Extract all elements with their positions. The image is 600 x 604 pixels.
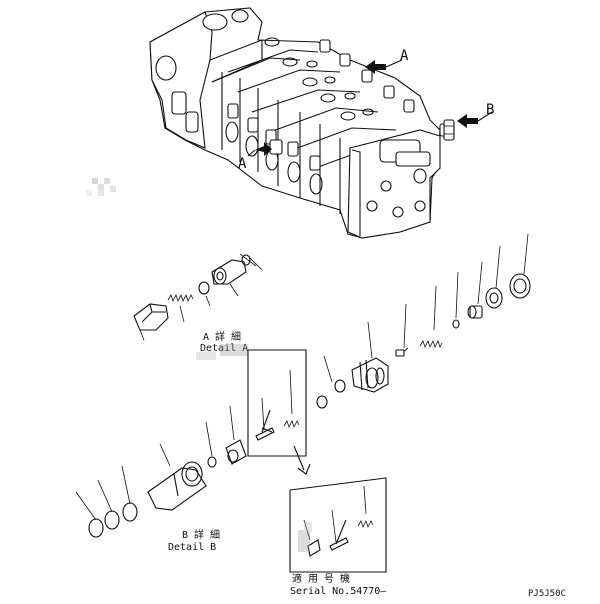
plug-part	[133, 303, 169, 341]
o-ring-a1	[198, 281, 210, 295]
ring-b2	[104, 510, 120, 530]
center-parts	[316, 233, 531, 409]
bolt-upper-part	[255, 397, 275, 441]
smudge-mark	[86, 178, 116, 196]
detail-a-label-jp: A 詳 細	[203, 330, 241, 343]
spool-part	[351, 321, 389, 393]
o-ring-b1	[207, 456, 217, 468]
flow-arrow	[293, 445, 311, 475]
detail-b-label-en: Detail B	[168, 542, 216, 553]
bolt-lower-part	[329, 509, 349, 551]
cap-nut-part	[509, 233, 531, 299]
o-ring-c1	[334, 379, 346, 393]
ring-c1	[316, 395, 328, 409]
sleeve-part	[225, 405, 247, 465]
detail-box-lower	[289, 477, 387, 573]
view-label-b: B	[486, 102, 494, 118]
valve-a-part	[211, 259, 247, 297]
detail-box-upper	[247, 349, 307, 457]
serial-label-jp: 適 用 号 機	[292, 572, 350, 585]
spring-upper-part	[283, 369, 300, 429]
fitting-b-part	[147, 443, 207, 511]
view-arrow-a-left: A	[238, 142, 272, 172]
view-label-a-left: A	[238, 156, 247, 172]
spring-a-part	[167, 293, 194, 323]
detail-a-label-smudge	[196, 344, 248, 360]
ring-b1	[88, 518, 104, 538]
spring-lower-part	[357, 485, 374, 529]
view-arrow-a-top: A	[365, 48, 409, 74]
drawing-code: PJ5J50C	[528, 589, 566, 599]
spring-c-part	[419, 285, 443, 349]
pin-part	[395, 303, 409, 357]
nut-part	[485, 245, 503, 309]
small-part-lower	[303, 519, 321, 557]
detail-a-parts	[133, 253, 263, 341]
ball-part	[452, 319, 460, 329]
serial-label-en: Serial No.54770—	[290, 586, 387, 597]
detail-b-label-jp: B 詳 細	[182, 528, 220, 541]
seat-part	[467, 261, 483, 319]
view-label-a-top: A	[400, 48, 409, 64]
control-valve-assembly	[149, 7, 455, 239]
view-arrow-b: B	[457, 102, 494, 128]
detail-a-label-en: Detail A	[200, 343, 248, 354]
ring-b3	[122, 502, 138, 522]
detail-b-parts	[75, 405, 247, 538]
